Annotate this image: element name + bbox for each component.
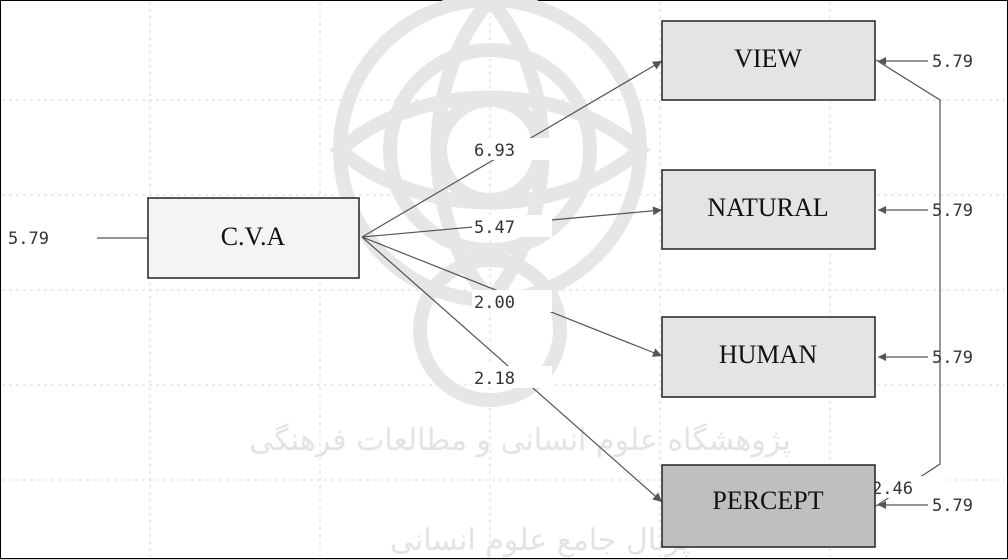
node-label-cva: C.V.A xyxy=(221,222,286,251)
node-view: VIEW xyxy=(661,20,876,101)
path-value-cva-human: 2.00 xyxy=(474,293,515,313)
node-label-percept: PERCEPT xyxy=(712,486,823,515)
path-value-cva-view: 6.93 xyxy=(474,141,515,161)
natural-error-value: 5.79 xyxy=(932,201,973,221)
node-natural: NATURAL xyxy=(661,169,876,250)
node-human: HUMAN xyxy=(661,316,876,398)
view-error-value: 5.79 xyxy=(932,52,973,72)
cva-error-value: 5.79 xyxy=(8,229,49,249)
path-value-cva-percept: 2.18 xyxy=(474,369,515,389)
human-error-value: 5.79 xyxy=(932,348,973,368)
node-percept: PERCEPT xyxy=(661,464,876,548)
watermark-text-1: پژوهشگاه علوم انسانی و مطالعات فرهنگی xyxy=(249,423,791,458)
covariance-view-percept xyxy=(875,59,941,507)
node-label-natural: NATURAL xyxy=(707,193,828,222)
node-label-view: VIEW xyxy=(734,44,802,73)
percept-error-value: 5.79 xyxy=(932,496,973,516)
covariance-value-view-percept: 2.46 xyxy=(872,479,913,499)
node-cva: C.V.A xyxy=(147,197,360,279)
node-label-human: HUMAN xyxy=(719,340,817,369)
watermark-text-2: پرتال جامع علوم انسانی xyxy=(390,523,690,558)
path-value-cva-natural: 5.47 xyxy=(474,218,515,238)
